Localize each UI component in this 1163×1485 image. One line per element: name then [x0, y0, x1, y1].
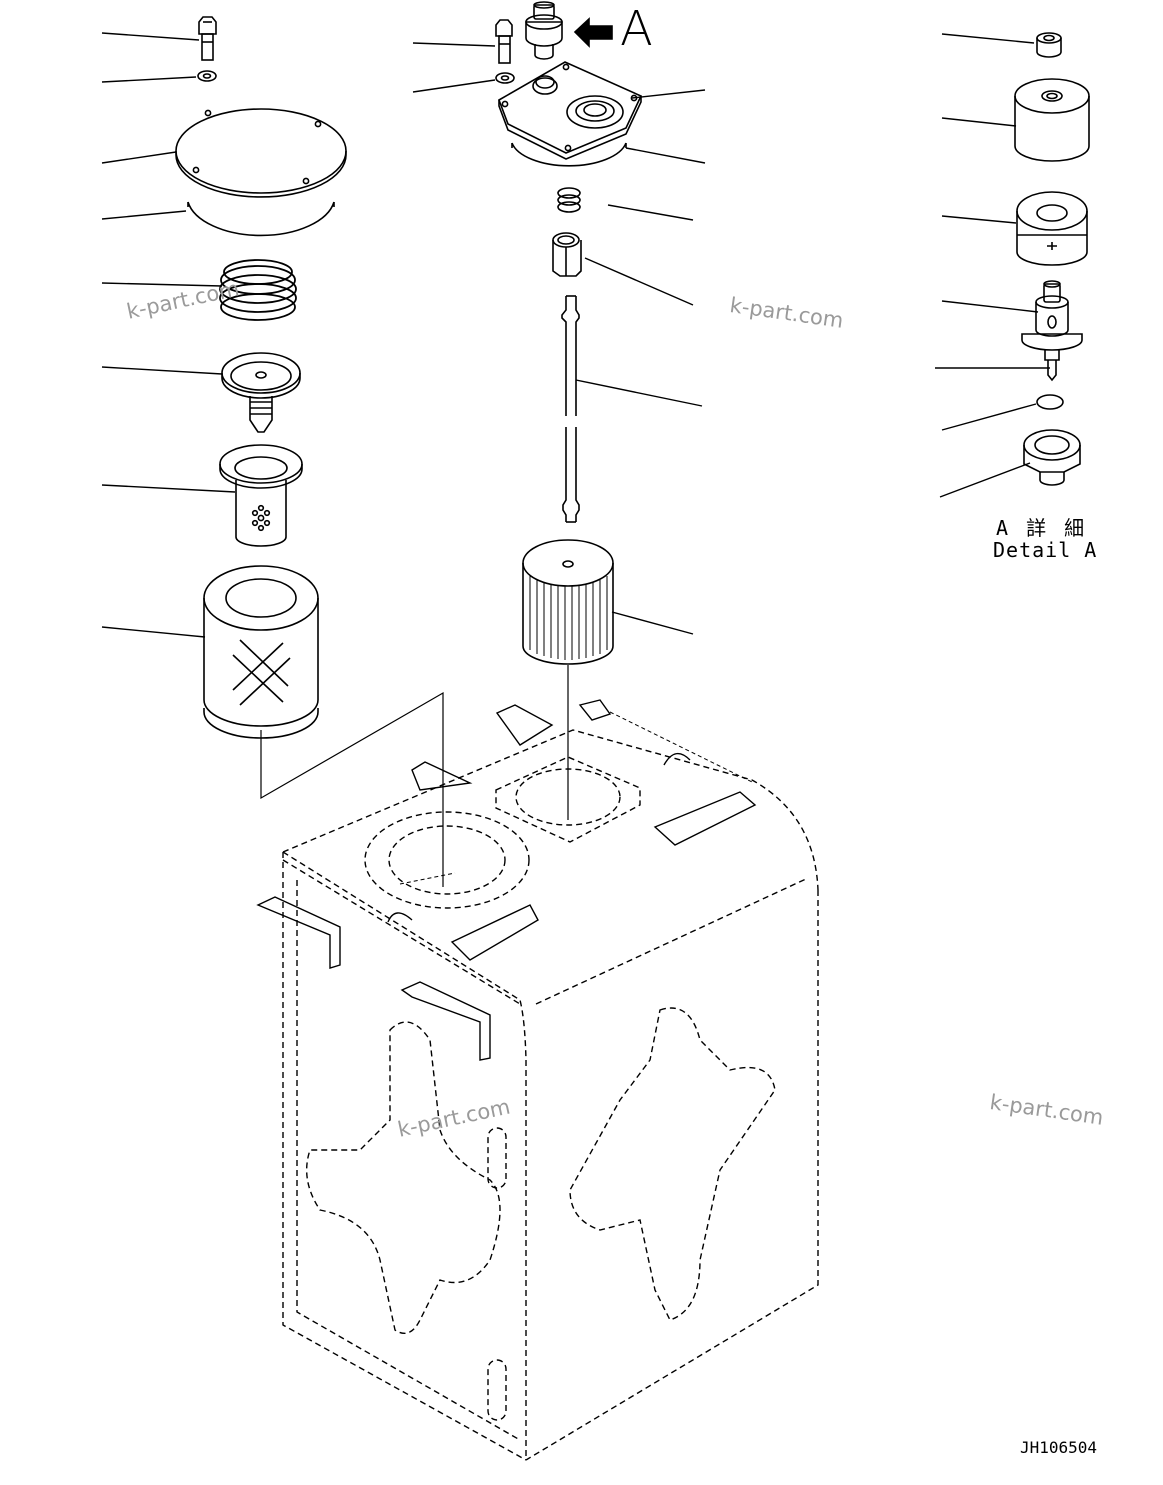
filter-element-center — [522, 539, 614, 665]
filter-element-left — [203, 565, 319, 739]
cover-plate — [175, 108, 347, 198]
leader-lines — [101, 32, 1050, 638]
strainer-valve — [221, 352, 301, 433]
arrow-a — [573, 17, 613, 48]
hex-nut — [552, 232, 582, 277]
detail-label-en: Detail A — [993, 538, 1098, 562]
breather-sensor — [525, 1, 563, 60]
tank-brackets — [256, 699, 757, 1061]
routing-line-left — [260, 691, 444, 887]
hydraulic-tank — [282, 729, 819, 1461]
washer-left — [197, 70, 217, 82]
detail-label-jp: A 詳 細 — [996, 516, 1088, 540]
filter-head-cover — [498, 61, 643, 160]
washer-center — [495, 72, 515, 84]
detail-marker: A — [620, 1, 653, 57]
bolt-center — [495, 19, 513, 64]
bolt-left — [198, 16, 217, 61]
drawing-number: JH106504 — [1020, 1438, 1098, 1457]
leader-dashes — [399, 711, 753, 885]
detail-a-parts — [1014, 32, 1090, 486]
small-spring — [557, 187, 581, 213]
spring — [219, 259, 297, 321]
head-gasket — [511, 142, 627, 167]
strainer-basket — [219, 444, 303, 547]
cover-gasket — [187, 201, 335, 237]
rod — [561, 295, 580, 523]
